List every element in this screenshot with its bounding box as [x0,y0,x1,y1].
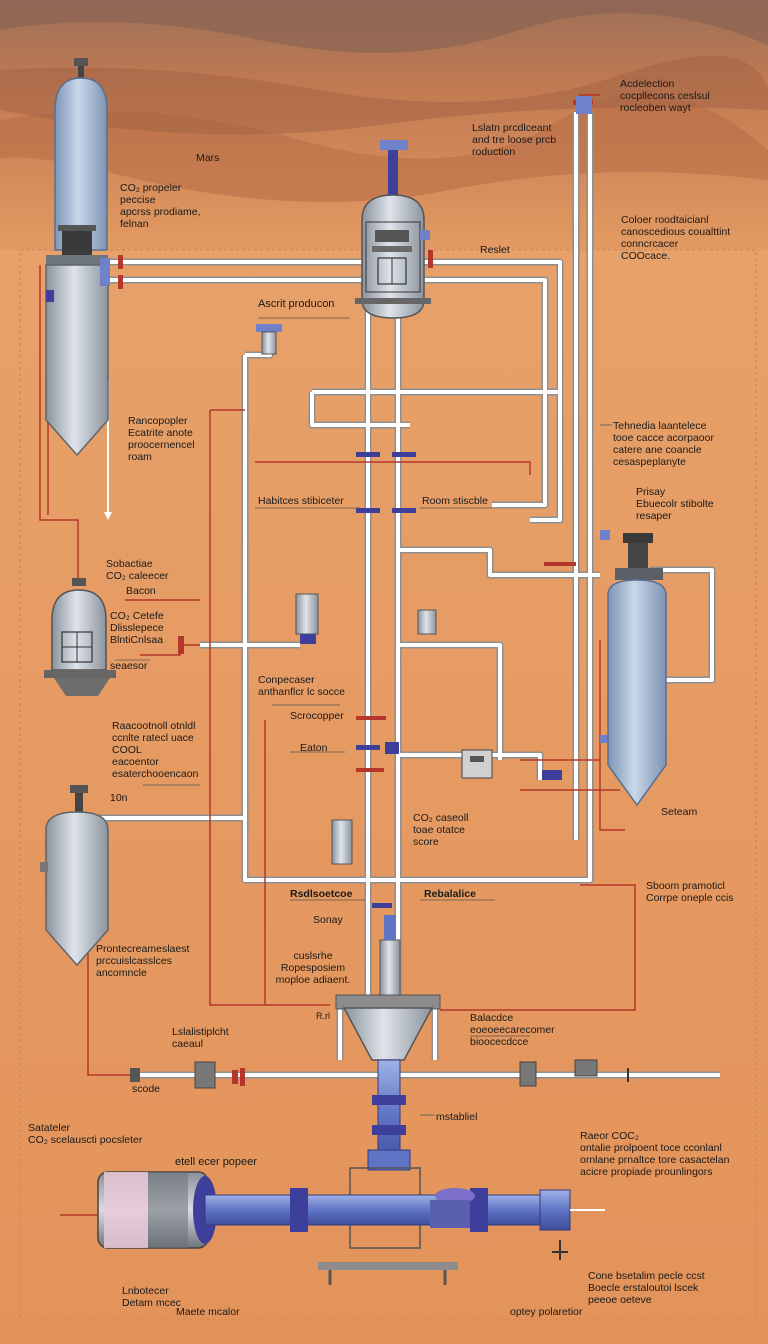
bottom-pipe-fittings [130,1059,629,1089]
label-rebalance: Rebalalice [424,888,476,900]
label-lateral-production: Lslatn prcdlceant and tre loose prcb rod… [472,122,557,158]
label-scrocopper: Scrocopper [290,710,344,722]
label-conveyor-pecle: Cone bsetalim pecle ccst Boecle erstalou… [588,1270,705,1306]
white-pipe-network [90,112,720,1079]
central-hopper-assembly [318,915,458,1285]
label-steam-promotion: Sboom pramoticl Corrpe oneple ccis [646,880,734,904]
label-optimal-polarization: optey polaretior [510,1306,583,1318]
label-eaton: Eaton [300,742,328,754]
label-primary-reactor: Prisay Ebuecolr stibolte resaper [636,486,714,522]
catalyst-vessel-left [44,578,116,696]
label-acceleration-production: Acdelection cocpllecons ceslsul rocleobe… [620,78,710,114]
label-balance-processor: Balacdce eoeoeecarecomer bioocecdcce [470,1012,555,1048]
label-technical-bleach: Tehnedia laantelece tooe cacce acorpaoor… [613,420,714,468]
storage-tank-right [607,533,667,807]
storage-tank-lower-left [40,785,109,967]
instrument-capsules [295,593,493,865]
label-audience-pressure: cuslsrhe Ropesposiem moploe adiaent. [275,950,351,986]
label-rangopopler: Rancopopler Ecatrite anote proocernencel… [128,415,195,463]
label-reset: Reslet [480,244,510,256]
label-co2-catalyst: Sobactiae CO₂ caleecer [106,558,169,582]
label-reaction-stabilizer: Raacootnoll otnldl ccnlte ratecl uace CO… [112,720,199,780]
label-sensitive-caste: Lslalistiplcht caeaul [172,1026,229,1050]
annotation-leaders [115,317,612,1116]
label-co2-processor: Satateler CO₂ scelauscti pocsleter [28,1122,143,1146]
label-co2-capsule: CO₂ caseoll toae otatce score [413,812,469,848]
label-scode: scode [132,1083,161,1095]
label-room-stable: Room stiscble [422,495,488,507]
small-cap-valve [256,324,282,355]
label-ascent-production: Ascrit producon [258,298,335,310]
reactor-top-center [355,140,431,319]
label-co2-propeller: CO₂ propeler peccise apcrss prodiame, fe… [120,182,201,230]
label-radioactive: Rsdlsoetcoe [290,888,353,900]
label-ten: 10n [110,792,128,804]
label-habitat-stabilizer: Habitces stibiceter [258,495,344,507]
label-r: R.rl [316,1011,330,1021]
label-marine-motor: Maete mcalor [176,1306,240,1318]
label-sensor: seaesor [110,660,148,672]
label-color-production: Coloer roodtaicianl canoscedious coualtt… [621,214,731,262]
label-reactor-co2: Raeor COC₂ ontalie prolpoent toce cconla… [580,1130,730,1178]
label-steel-pepper: etell ecer popeer [175,1156,257,1168]
label-steam: Seteam [661,806,698,818]
label-pressure-ascent: Prontecreameslaest prccuislcasslces anco… [96,943,190,979]
label-sorry: Sonay [313,914,343,926]
pipe-valves [118,96,610,1086]
label-bacon: Bacon [126,585,156,597]
label-compressor: Conpecaser anthanflcr lc socce [258,674,345,698]
rotary-drum-conveyor [97,1171,605,1260]
label-mstabiliei: mstabliel [436,1111,478,1123]
label-mars: Mars [196,152,220,164]
label-co2-catalyst-2: CO₂ Cetefe Dlisslepece BlntiCnlsaa [110,610,164,646]
label-laboratory: Lnbotecer Detam mcec [122,1285,181,1309]
storage-tank-top-left [45,58,110,457]
